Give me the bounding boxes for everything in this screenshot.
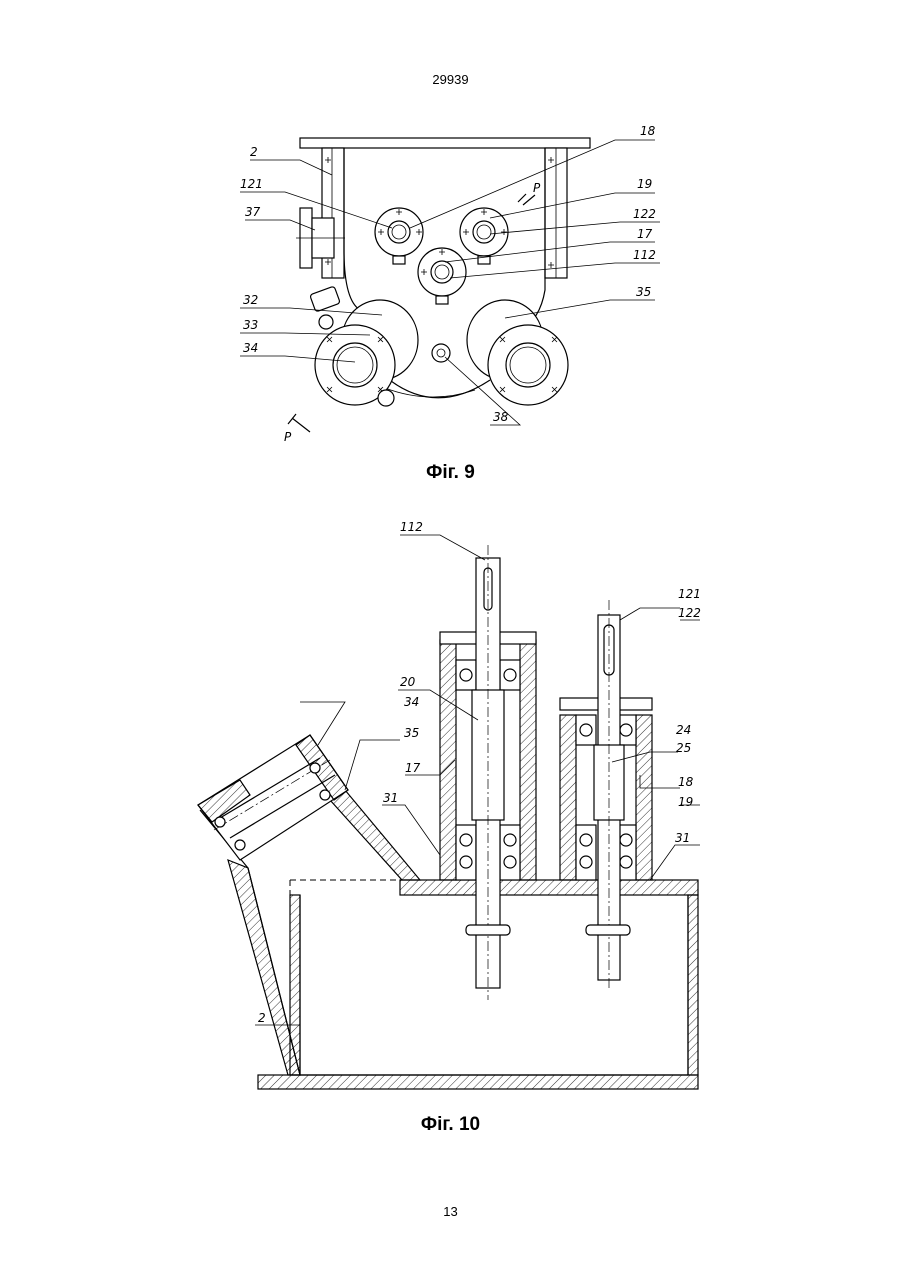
fig10-label-122: 122 — [678, 606, 701, 620]
fig10-label-2: 2 — [258, 1011, 266, 1025]
fig10-label-25: 25 — [676, 741, 691, 755]
fig9-label-122: 122 — [633, 207, 656, 221]
fig10-label-24: 24 — [676, 723, 691, 737]
fig10-label-31-left: 31 — [383, 791, 398, 805]
fig9-label-p-bottom: P — [284, 430, 292, 444]
fig9-label-32: 32 — [243, 293, 258, 307]
fig9-label-18: 18 — [640, 124, 656, 138]
fig10-label-19: 19 — [678, 795, 693, 809]
figure-9-caption: Фіг. 9 — [0, 462, 901, 484]
fig10-label-18: 18 — [678, 775, 694, 789]
fig9-label-37: 37 — [245, 205, 261, 219]
fig9-label-17: 17 — [637, 227, 653, 241]
fig9-label-2: 2 — [250, 145, 258, 159]
fig9-label-35: 35 — [636, 285, 651, 299]
fig9-label-33: 33 — [243, 318, 258, 332]
fig9-label-121: 121 — [240, 177, 263, 191]
fig10-label-31-right: 31 — [675, 831, 690, 845]
figure-10-drawing — [198, 535, 700, 1089]
page-number: 13 — [0, 1204, 901, 1219]
figure-9-drawing — [240, 138, 660, 432]
fig10-label-35: 35 — [404, 726, 419, 740]
figure-10-caption: Фіг. 10 — [0, 1114, 901, 1136]
fig10-label-112: 112 — [400, 520, 423, 534]
fig9-label-p-top: P — [533, 181, 541, 195]
fig10-label-20: 20 — [400, 675, 416, 689]
fig10-label-121: 121 — [678, 587, 701, 601]
fig9-label-38: 38 — [493, 410, 509, 424]
fig10-label-17: 17 — [405, 761, 421, 775]
fig10-label-34: 34 — [404, 695, 419, 709]
fig9-label-112: 112 — [633, 248, 656, 262]
fig9-label-34: 34 — [243, 341, 258, 355]
fig9-label-19: 19 — [637, 177, 652, 191]
